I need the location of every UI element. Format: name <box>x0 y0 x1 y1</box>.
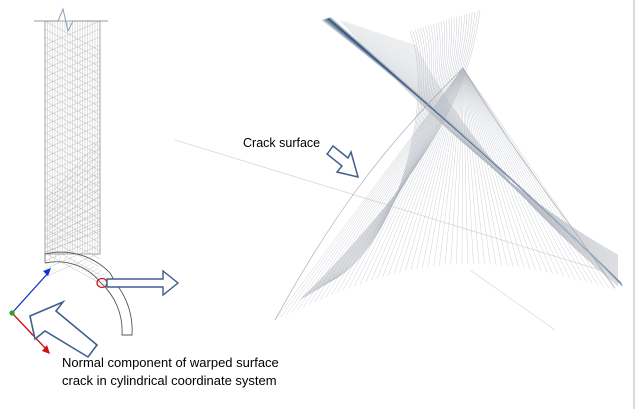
crack-surface-callout-arrow <box>325 144 360 179</box>
caption-line-2: crack in cylindrical coordinate system <box>62 373 277 388</box>
crack-direction-arrow <box>106 269 180 297</box>
normal-component-arrow <box>29 300 99 359</box>
image-border <box>633 0 635 409</box>
crack-surface-mesh <box>174 9 623 331</box>
normal-component-caption: Normal component of warped surface crack… <box>62 354 279 390</box>
crack-surface-label: Crack surface <box>243 136 321 150</box>
coordinate-triad-icon <box>9 268 51 354</box>
pipe-wall-mesh <box>34 7 108 284</box>
caption-line-1: Normal component of warped surface <box>62 355 279 370</box>
